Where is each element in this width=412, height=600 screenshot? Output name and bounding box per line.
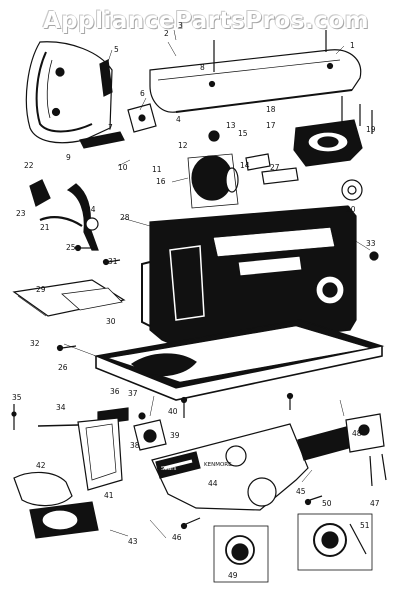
top-cover-part [149,30,362,113]
callout: 27 [270,163,280,172]
callout: 28 [120,213,130,222]
callout: 11 [152,165,162,174]
callout: 48 [352,429,362,438]
brand-left: Sears [161,466,177,472]
callout: 32 [30,339,40,348]
callout: 26 [58,363,68,372]
callout: 45 [296,487,306,496]
callout: 22 [24,161,34,170]
callout: 44 [208,479,218,488]
callout: 18 [266,105,276,114]
callout: 40 [168,407,178,416]
brand-badge: Sears KENMORE [161,462,232,472]
callout: 10 [118,163,128,172]
callout: 39 [170,431,180,440]
callout: 4 [176,115,181,124]
callout: 14 [240,161,250,170]
slide-plate-part [12,279,126,317]
callout: 36 [110,387,120,396]
brand-right: KENMORE [204,462,232,468]
leader-lines [63,29,371,539]
callout: 47 [370,499,380,508]
watermark: AppliancePartsPros.com [42,8,370,34]
callout: 25 [66,243,76,252]
callout: 31 [108,257,118,266]
callout: 30 [106,317,116,326]
linkage-parts [29,59,157,251]
lower-parts [13,407,167,539]
callout: 5 [114,45,119,54]
callout: 33 [366,239,376,248]
callout: 9 [66,153,71,162]
callout: 41 [104,491,114,500]
face-cover-part [25,41,113,144]
callout: 43 [128,537,138,546]
callout: 2 [164,29,169,38]
callout: 50 [322,499,332,508]
bed-plate-part [93,319,385,401]
callout: 35 [12,393,22,402]
callout: 17 [266,121,276,130]
callout: 3 [178,21,183,30]
callout: 16 [156,177,166,186]
callout: 1 [350,41,355,50]
callout: 34 [56,403,66,412]
callout-labels: 1 2 3 4 5 6 7 8 9 10 11 12 13 14 15 16 1… [12,21,380,580]
callout: 8 [200,63,205,72]
callout: 20 [346,205,356,214]
callout: 49 [228,571,238,580]
callout: 6 [140,89,145,98]
callout: 15 [238,129,248,138]
dial-parts [213,513,373,583]
callout: 42 [36,461,46,470]
stitch-selector-part [297,413,387,487]
motor-part [187,130,299,209]
callout: 37 [128,389,138,398]
callout: 12 [178,141,188,150]
cam-housing-part [293,96,373,201]
callout: 19 [366,125,376,134]
callout: 23 [16,209,26,218]
callout: 24 [86,205,96,214]
callout: 7 [108,123,113,132]
front-cover-part [151,423,309,511]
callout: 38 [130,441,140,450]
callout: 51 [360,521,370,530]
callout: 13 [226,121,236,130]
callout: 29 [36,285,46,294]
callout: 46 [172,533,182,542]
callout: 21 [40,223,50,232]
screw-parts [11,244,379,530]
